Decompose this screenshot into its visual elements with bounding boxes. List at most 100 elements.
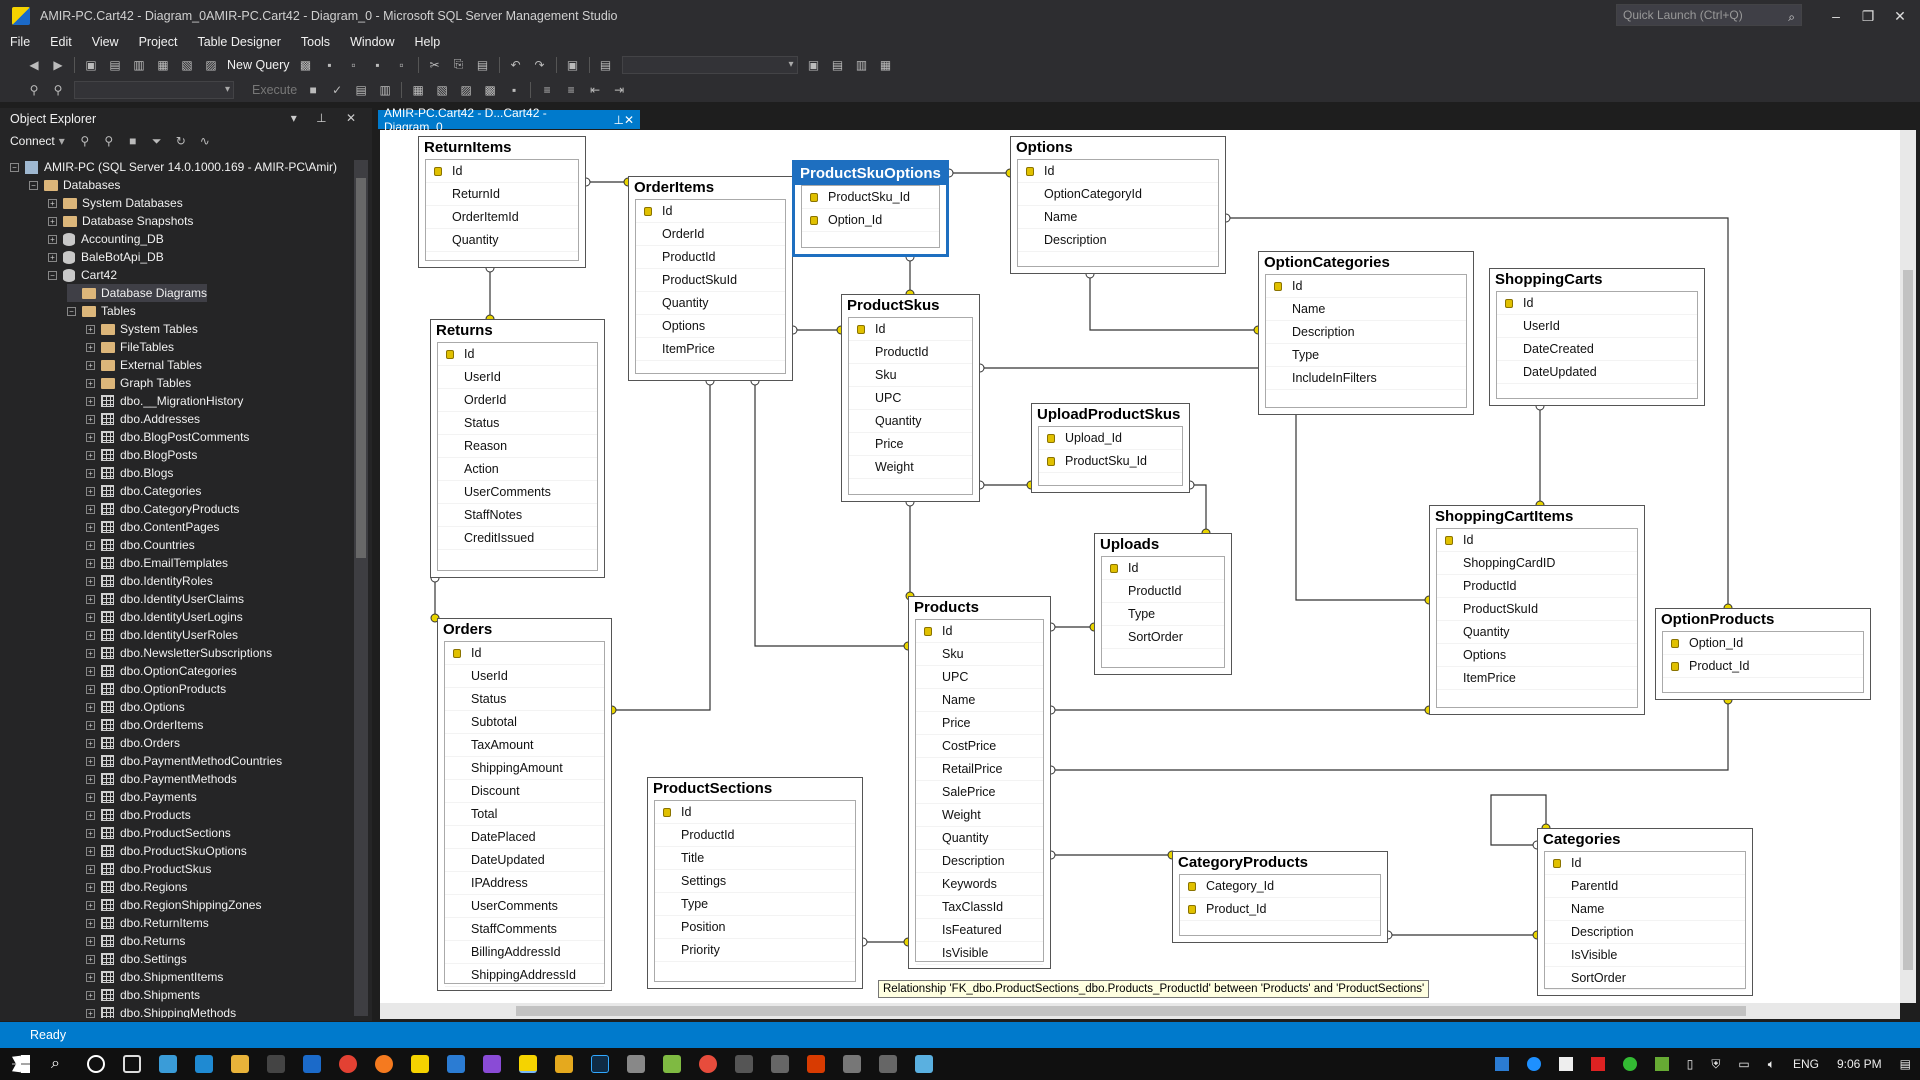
column-row[interactable]: OrderId <box>438 389 597 412</box>
tree-node-dbo-payments[interactable]: +dbo.Payments <box>86 788 197 806</box>
column-row[interactable]: Price <box>849 433 972 456</box>
execute-button[interactable]: Execute <box>252 82 298 97</box>
expand-icon[interactable]: + <box>48 234 57 244</box>
close-tab-icon[interactable]: ✕ <box>623 112 634 127</box>
window-layout-icon[interactable]: ▦ <box>879 57 892 72</box>
new-query-icon[interactable]: ▨ <box>205 57 217 72</box>
expand-icon[interactable]: + <box>86 774 95 784</box>
relationship-line[interactable] <box>1226 217 1729 608</box>
column-row[interactable]: DateCreated <box>1497 338 1697 361</box>
tray-app-icon[interactable] <box>1558 1057 1573 1071</box>
column-row[interactable]: Id <box>1497 292 1697 315</box>
indent-icon[interactable]: ⇥ <box>614 82 625 97</box>
app-icon[interactable] <box>735 1055 753 1073</box>
menu-tools[interactable]: Tools <box>300 35 331 49</box>
tree-node-database-diagrams[interactable]: Database Diagrams <box>67 284 208 302</box>
expand-icon[interactable]: + <box>86 648 95 658</box>
tree-node-dbo-identityroles[interactable]: +dbo.IdentityRoles <box>86 572 213 590</box>
tray-app-icon[interactable] <box>1590 1057 1605 1071</box>
chrome-icon[interactable] <box>339 1055 357 1073</box>
chevron-down-icon[interactable]: ▾ <box>58 134 65 148</box>
table-title[interactable]: ProductSections <box>653 780 773 797</box>
toolbox-icon[interactable]: ▥ <box>855 57 868 72</box>
pin-icon[interactable]: ⊥ <box>613 112 624 127</box>
column-row[interactable]: Id <box>655 801 855 824</box>
tree-node-dbo-regionshippingzones[interactable]: +dbo.RegionShippingZones <box>86 896 261 914</box>
search-icon[interactable]: ⌕ <box>1788 10 1795 24</box>
column-row[interactable]: UserId <box>1497 315 1697 338</box>
column-row[interactable]: ProductId <box>1102 580 1224 603</box>
collapse-icon[interactable]: − <box>48 270 57 280</box>
column-row[interactable]: RetailPrice <box>916 758 1043 781</box>
expand-icon[interactable]: + <box>86 450 95 460</box>
expand-icon[interactable]: + <box>86 360 95 370</box>
diagram-horizontal-scrollbar[interactable] <box>380 1003 1900 1019</box>
table-title[interactable]: ReturnItems <box>424 139 512 156</box>
column-row[interactable]: ItemPrice <box>636 338 785 361</box>
column-row[interactable]: ProductId <box>849 341 972 364</box>
tree-node-dbo-identityuserroles[interactable]: +dbo.IdentityUserRoles <box>86 626 238 644</box>
menu-project[interactable]: Project <box>138 35 178 49</box>
expand-icon[interactable]: + <box>86 558 95 568</box>
column-row[interactable]: Title <box>655 847 855 870</box>
notifications-icon[interactable]: ▤ <box>1899 1057 1911 1071</box>
expand-icon[interactable]: + <box>86 324 95 334</box>
table-title[interactable]: Products <box>914 599 980 616</box>
expand-icon[interactable]: + <box>86 630 95 640</box>
undo-icon[interactable]: ↶ <box>510 57 521 72</box>
column-row[interactable]: SalePrice <box>916 781 1043 804</box>
column-row[interactable]: Id <box>1545 852 1745 875</box>
tray-app-icon[interactable] <box>1526 1057 1541 1071</box>
tree-node-dbo-emailtemplates[interactable]: +dbo.EmailTemplates <box>86 554 228 572</box>
column-row[interactable]: Name <box>916 689 1043 712</box>
expand-icon[interactable]: + <box>86 828 95 838</box>
tree-node-dbo-identityuserclaims[interactable]: +dbo.IdentityUserClaims <box>86 590 244 608</box>
collapse-icon[interactable]: − <box>10 162 19 172</box>
tree-node-dbo-identityuserlogins[interactable]: +dbo.IdentityUserLogins <box>86 608 243 626</box>
table-title[interactable]: ShoppingCartItems <box>1435 508 1574 525</box>
task-view-icon[interactable] <box>123 1055 141 1073</box>
results-file-icon[interactable]: ▪ <box>512 82 517 97</box>
column-row[interactable]: Id <box>1266 275 1466 298</box>
column-row[interactable]: Name <box>1266 298 1466 321</box>
column-row[interactable]: Upload_Id <box>1039 427 1182 450</box>
clock[interactable]: 9:06 PM <box>1836 1057 1882 1071</box>
disconnect-icon[interactable]: ⚲ <box>104 134 114 148</box>
column-row[interactable]: Keywords <box>916 873 1043 896</box>
column-row[interactable]: UserId <box>438 366 597 389</box>
column-row[interactable]: Quantity <box>1437 621 1637 644</box>
table-title[interactable]: UploadProductSkus <box>1037 406 1181 423</box>
vscode-icon[interactable] <box>447 1055 465 1073</box>
mail-icon[interactable] <box>303 1055 321 1073</box>
tree-node-dbo-contentpages[interactable]: +dbo.ContentPages <box>86 518 219 536</box>
column-row[interactable]: ReturnId <box>426 183 578 206</box>
tree-node-dbo-productskuoptions[interactable]: +dbo.ProductSkuOptions <box>86 842 247 860</box>
comment-icon[interactable]: ≡ <box>543 82 551 97</box>
tree-node-dbo-settings[interactable]: +dbo.Settings <box>86 950 187 968</box>
tray-app-icon[interactable] <box>1494 1057 1509 1071</box>
cortana-icon[interactable] <box>87 1055 105 1073</box>
table-title[interactable]: Categories <box>1543 831 1621 848</box>
column-row[interactable]: Options <box>1437 644 1637 667</box>
column-row[interactable]: Product_Id <box>1180 898 1380 921</box>
column-row[interactable]: DateUpdated <box>1497 361 1697 384</box>
back-icon[interactable]: ◀ <box>29 57 39 72</box>
column-row[interactable]: IsVisible <box>1545 944 1745 967</box>
column-row[interactable]: BillingAddressId <box>445 941 604 964</box>
expand-icon[interactable]: + <box>86 522 95 532</box>
column-row[interactable]: CreditIssued <box>438 527 597 550</box>
tree-node-databases[interactable]: −Databases <box>29 176 120 194</box>
column-row[interactable]: Id <box>636 200 785 223</box>
include-plan-icon[interactable]: ▦ <box>412 82 424 97</box>
tree-node-balebotapi-db[interactable]: +BaleBotApi_DB <box>48 248 164 266</box>
expand-icon[interactable]: + <box>86 396 95 406</box>
expand-icon[interactable]: + <box>86 720 95 730</box>
column-row[interactable]: ProductSku_Id <box>802 186 939 209</box>
calculator-icon[interactable] <box>843 1055 861 1073</box>
app-icon[interactable] <box>411 1055 429 1073</box>
photoshop-icon[interactable] <box>591 1055 609 1073</box>
xmla-query-icon[interactable]: ▪ <box>375 57 380 72</box>
